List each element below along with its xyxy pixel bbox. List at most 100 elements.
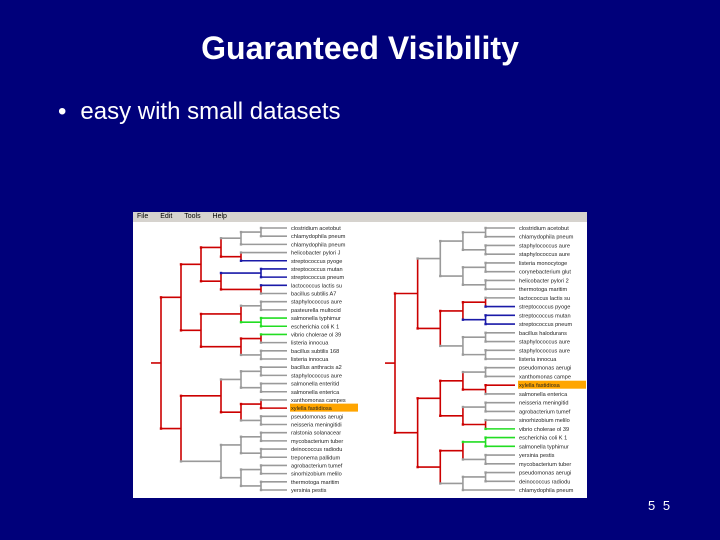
- right_tree-node-marker: [461, 370, 465, 374]
- right_tree-node-marker: [484, 392, 487, 396]
- right_tree-node-marker: [484, 375, 487, 378]
- right_tree-node-marker: [484, 322, 487, 326]
- left_tree-node-marker: [239, 386, 243, 389]
- left_tree-leaf-label: pseudomonas aerugi: [291, 414, 343, 420]
- left_tree-leaf-label: yersinia pestis: [291, 488, 327, 494]
- left_tree-node-marker: [219, 378, 223, 381]
- left_tree-leaf-label: clostridium acetobut: [291, 226, 341, 232]
- right_tree-leaf-label: deinococcus radiodu: [519, 479, 570, 485]
- right_tree-node-marker: [416, 397, 419, 400]
- right_tree-node-marker: [484, 235, 487, 238]
- left_tree-node-marker: [259, 300, 263, 303]
- bullet-item: •easy with small datasets: [58, 98, 341, 126]
- left_tree-leaf-label: xylella fastidiosa: [291, 406, 333, 412]
- left_tree-node-marker: [259, 357, 263, 361]
- bullet-text: easy with small datasets: [80, 98, 341, 125]
- right_tree-node-marker: [484, 445, 487, 448]
- right_tree-leaf-label: staphylococcus aure: [519, 243, 570, 249]
- menu-file[interactable]: File: [137, 213, 149, 220]
- right_tree-node-marker: [439, 274, 442, 278]
- right_tree-node-marker: [484, 287, 487, 291]
- left_tree-node-marker: [259, 423, 263, 426]
- right_tree-leaf-label: staphylococcus aure: [519, 348, 570, 354]
- right_tree-node-marker: [484, 401, 487, 404]
- left_tree-node-marker: [259, 292, 263, 295]
- left_tree-node-marker: [239, 451, 243, 455]
- left_tree-node-marker: [199, 246, 203, 249]
- left_tree-node-marker: [219, 255, 223, 258]
- left_tree-node-marker: [259, 374, 263, 377]
- left_tree-leaf-label: lactococcus lactis su: [291, 283, 342, 289]
- left_tree-leaf-label: streptococcus pyoge: [291, 259, 342, 265]
- right_tree-leaf-label: staphylococcus aure: [519, 340, 570, 346]
- left_tree-leaf-label: chlamydophila pneum: [291, 234, 346, 240]
- menu-bar: File Edit Tools Help: [133, 212, 587, 222]
- left_tree-node-marker: [239, 484, 243, 488]
- left_tree-node-marker: [239, 337, 243, 340]
- left_tree-leaf-label: sinorhizobium melilo: [291, 472, 342, 478]
- right_tree-leaf-label: listeria monocytoge: [519, 261, 567, 267]
- right_tree-node-marker: [439, 449, 442, 452]
- right_tree-node-marker: [484, 436, 487, 439]
- right_tree-node-marker: [484, 340, 487, 343]
- right_tree-node-marker: [484, 453, 487, 457]
- right_tree-leaf-label: helicobacter pylori 2: [519, 278, 569, 284]
- left_tree-leaf-label: streptococcus pneum: [291, 275, 345, 281]
- right_tree-leaf-label: salmonella enterica: [519, 392, 568, 398]
- left_tree-leaf-label: staphylococcus aure: [291, 300, 342, 306]
- slide-title: Guaranteed Visibility: [201, 30, 519, 66]
- left_tree-node-marker: [259, 308, 263, 312]
- right_tree-leaf-label: streptococcus pneum: [519, 322, 573, 328]
- left_tree-node-marker: [239, 320, 243, 324]
- right_tree-node-marker: [484, 418, 487, 422]
- left_tree-node-marker: [179, 329, 183, 332]
- tree-viewer-screenshot: File Edit Tools Help clostridium acetobu…: [133, 212, 587, 498]
- right_tree-node-marker: [439, 482, 442, 485]
- left_tree-node-marker: [259, 333, 263, 336]
- left_tree-node-marker: [219, 237, 223, 240]
- right_tree-node-marker: [393, 292, 397, 295]
- right_tree-node-marker: [484, 471, 487, 474]
- right_tree-node-marker: [484, 480, 487, 483]
- right_tree-node-marker: [461, 318, 465, 321]
- page-number: 5 5: [648, 498, 673, 513]
- right_tree-node-marker: [461, 475, 465, 479]
- right_tree-leaf-label: listeria innocua: [519, 357, 557, 363]
- left_tree-leaf-label: mycobacterium tuber: [291, 439, 343, 445]
- right_tree-leaf-label: sinorhizobium melilo: [519, 418, 570, 424]
- right_tree-leaf-label: bacillus halodurans: [519, 331, 567, 337]
- right_tree-leaf-label: salmonella typhimur: [519, 444, 569, 450]
- right_tree-node-marker: [484, 226, 487, 230]
- menu-help[interactable]: Help: [212, 213, 227, 220]
- right_tree-node-marker: [484, 261, 487, 265]
- right_tree-node-marker: [484, 410, 487, 413]
- right_tree-leaf-label: xylella fastidiosa: [519, 383, 561, 389]
- left_tree-node-marker: [239, 435, 243, 438]
- right_tree-leaf-label: streptococcus pyoge: [519, 305, 570, 311]
- left_tree-node-marker: [239, 419, 243, 422]
- right_tree-node-marker: [461, 301, 465, 304]
- left_tree-node-marker: [259, 439, 263, 443]
- right_tree-node-marker: [439, 344, 442, 348]
- left_tree-leaf-label: bacillus subtilis A7: [291, 292, 336, 298]
- right_tree-node-marker: [484, 384, 487, 387]
- menu-tools[interactable]: Tools: [184, 213, 201, 220]
- left_tree-leaf-label: streptococcus mutan: [291, 267, 343, 273]
- left_tree-leaf-label: deinococcus radiodu: [291, 447, 342, 453]
- right_tree-node-marker: [461, 353, 465, 356]
- left_tree-highlight-box: [290, 403, 358, 412]
- left_tree-node-marker: [259, 415, 263, 418]
- left_tree-node-marker: [259, 456, 263, 459]
- left_tree-node-marker: [259, 234, 263, 238]
- right_tree-leaf-label: pseudomonas aerugi: [519, 471, 571, 477]
- left_tree-leaf-label: ralstonia solanacear: [291, 431, 341, 437]
- left_tree-node-marker: [239, 468, 243, 471]
- left_tree-node-marker: [259, 472, 263, 475]
- right_tree-node-marker: [439, 379, 442, 383]
- left_tree-node-marker: [239, 243, 243, 246]
- left_tree-node-marker: [259, 316, 263, 320]
- left_tree-leaf-label: staphylococcus aure: [291, 373, 342, 379]
- left_tree-node-marker: [259, 447, 263, 451]
- menu-edit[interactable]: Edit: [160, 213, 173, 220]
